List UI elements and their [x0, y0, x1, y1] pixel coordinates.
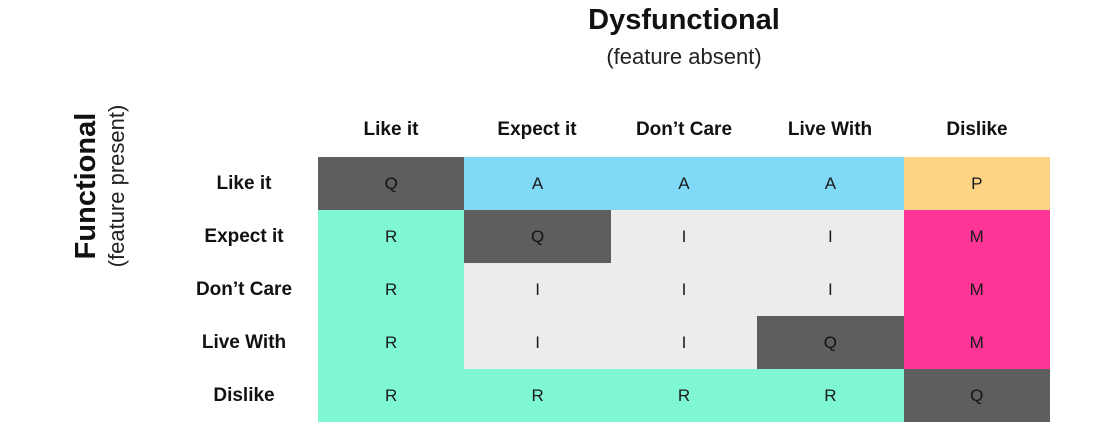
column-header: Don’t Care [635, 119, 733, 140]
functional-subtitle: (feature present) [104, 104, 129, 268]
row-header: Dislike [213, 385, 275, 406]
column-header: Like it [363, 119, 419, 140]
matrix-cell: P [903, 157, 1050, 210]
column-header: Live With [787, 119, 873, 140]
matrix-cell: R [318, 316, 465, 369]
column-header: Expect it [497, 119, 577, 140]
matrix-cell: Q [903, 369, 1050, 422]
matrix-cell: A [757, 157, 904, 210]
functional-axis-label: Functional (feature present) [70, 56, 140, 316]
matrix-cell: I [757, 263, 904, 316]
matrix-cell: M [903, 316, 1050, 369]
matrix-cell: Q [757, 316, 904, 369]
matrix-cell: R [318, 369, 465, 422]
row-header: Expect it [204, 226, 284, 247]
matrix-cell: I [464, 316, 611, 369]
kano-matrix-grid: Q A A A P R Q I I M R I I I M R I I Q M … [318, 157, 1050, 422]
matrix-cell: I [610, 316, 758, 369]
matrix-cell: R [318, 263, 465, 316]
column-header: Dislike [946, 119, 1008, 140]
matrix-cell: I [757, 210, 904, 263]
row-headers: Like it Expect it Don’t Care Live With D… [170, 157, 318, 422]
matrix-cell: Q [464, 210, 611, 263]
matrix-cell: A [610, 157, 758, 210]
matrix-cell: I [610, 263, 758, 316]
column-headers: Like it Expect it Don’t Care Live With D… [318, 119, 1050, 143]
dysfunctional-title: Dysfunctional [588, 4, 780, 36]
matrix-cell: A [464, 157, 611, 210]
functional-title: Functional [70, 112, 102, 260]
row-header: Like it [216, 173, 272, 194]
matrix-cell: R [610, 369, 758, 422]
matrix-cell: R [757, 369, 904, 422]
matrix-cell: Q [318, 157, 465, 210]
row-header: Live With [201, 332, 287, 353]
row-header: Don’t Care [195, 279, 293, 300]
matrix-cell: M [903, 210, 1050, 263]
matrix-cell: I [464, 263, 611, 316]
matrix-cell: M [903, 263, 1050, 316]
matrix-cell: R [318, 210, 465, 263]
matrix-cell: R [464, 369, 611, 422]
dysfunctional-subtitle: (feature absent) [606, 44, 762, 69]
matrix-cell: I [610, 210, 758, 263]
